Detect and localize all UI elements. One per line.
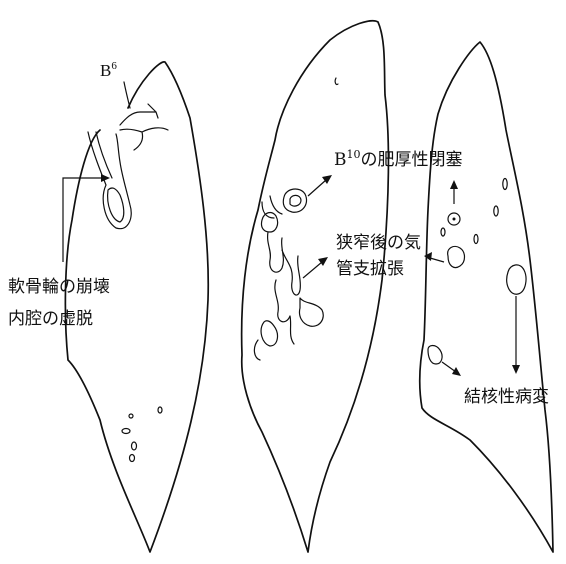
left-section-outline	[65, 62, 208, 552]
tb-lesion-lower	[428, 346, 442, 365]
annotations: B6 B10の肥厚性閉塞 狭窄後の気 管支拡張 軟骨輪の崩壊 内腔の虚脱 結核性…	[8, 60, 549, 407]
b6-label: B6	[100, 60, 117, 80]
tb-lesion-upper	[507, 265, 526, 294]
b10-arrow	[308, 180, 326, 196]
stenosis-arrow-right	[430, 258, 444, 262]
b6-bronchus	[120, 104, 168, 150]
collapsed-lumen	[108, 188, 124, 222]
stenosis-label-line1: 狭窄後の気	[336, 233, 421, 253]
right-lung-section	[420, 42, 553, 552]
nodule-arrow-head	[450, 180, 458, 189]
dilated-bronchus	[448, 246, 465, 267]
cartilage-pointer-head	[101, 174, 110, 182]
left-lung-section	[63, 62, 208, 552]
b10-obstruction	[283, 189, 306, 212]
left-small-lesions	[122, 407, 162, 462]
middle-small-mark	[335, 78, 338, 85]
cartilage-label-line1: 軟骨輪の崩壊	[8, 277, 110, 297]
b10-label: B10の肥厚性閉塞	[334, 148, 463, 170]
b6-pointer-line	[124, 82, 130, 108]
collapsed-bronchus	[88, 132, 131, 229]
tb-lesion-label: 結核性病変	[464, 387, 549, 407]
bronchiectasis-clusters	[254, 213, 323, 360]
stenosis-arrow-right-head	[424, 252, 432, 261]
stenosis-arrow-left	[303, 262, 322, 278]
tb-arrow-down-head	[512, 365, 520, 374]
stenosis-label-line2: 管支拡張	[336, 259, 404, 279]
tb-arrow-left-head	[452, 367, 461, 376]
nodule-dot	[453, 218, 456, 221]
cartilage-pointer	[63, 178, 102, 262]
b10-bronchus-segment	[262, 196, 282, 218]
middle-section-outline	[242, 21, 389, 552]
tb-arrow-left	[442, 362, 456, 372]
middle-lung-section	[242, 21, 389, 552]
cartilage-label-line2: 内腔の虚脱	[8, 309, 93, 329]
right-section-outline	[420, 42, 553, 552]
